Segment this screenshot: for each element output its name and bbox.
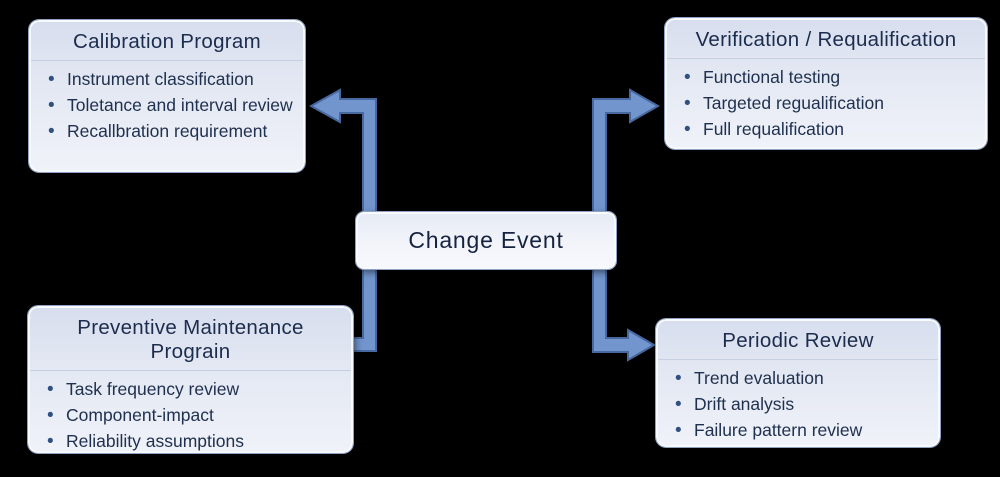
node-title-wrap: Preventive Maintenance Prograin (30, 308, 351, 372)
bullet-item: Failure pattern review (675, 418, 930, 444)
bullet-item: Full requalification (684, 117, 977, 143)
node-change-event: Change Event (356, 212, 616, 269)
arrow-center-to-verification-icon (592, 88, 661, 217)
node-title: Periodic Review (658, 321, 938, 361)
node-periodic-review: Periodic Review Trend evaluation Drift a… (656, 319, 940, 447)
bullet-list: Instrument classification Toletance and … (31, 67, 303, 151)
bullet-list: Trend evaluation Drift analysis Failure … (658, 366, 938, 450)
connector-center-to-preventive-maintenance (349, 264, 377, 352)
bullet-item: Functional testing (684, 65, 977, 91)
node-title: Calibration Program (31, 22, 303, 62)
node-preventive-maintenance-program: Preventive Maintenance Prograin Task fre… (28, 306, 353, 455)
bullet-item: Drift analysis (675, 392, 930, 418)
bullet-item: Toletance and interval review (48, 93, 295, 119)
arrow-center-to-periodic-review-icon (592, 264, 657, 362)
bullet-item: Trend evaluation (675, 366, 930, 392)
bullet-item: Component-impact (47, 403, 343, 429)
node-calibration-program: Calibration Program Instrument classific… (29, 20, 305, 172)
change-event-label: Change Event (408, 227, 564, 253)
bullet-item: Task frequency review (47, 377, 343, 403)
bullet-item: Targeted regualification (684, 91, 977, 117)
bullet-list: Task frequency review Component-impact R… (30, 377, 351, 461)
bullet-item: Recallbration requirement (48, 119, 295, 145)
bullet-item: Instrument classification (48, 67, 295, 93)
bullet-item: Reliability assumptions (47, 429, 343, 455)
node-title: Preventive Maintenance Prograin (77, 316, 304, 364)
arrow-center-to-calibration-icon (308, 88, 377, 217)
node-title: Verification / Requalification (667, 20, 985, 60)
bullet-list: Functional testing Targeted regualificat… (667, 65, 985, 149)
node-verification-requalification: Verification / Requalification Functiona… (665, 18, 987, 149)
